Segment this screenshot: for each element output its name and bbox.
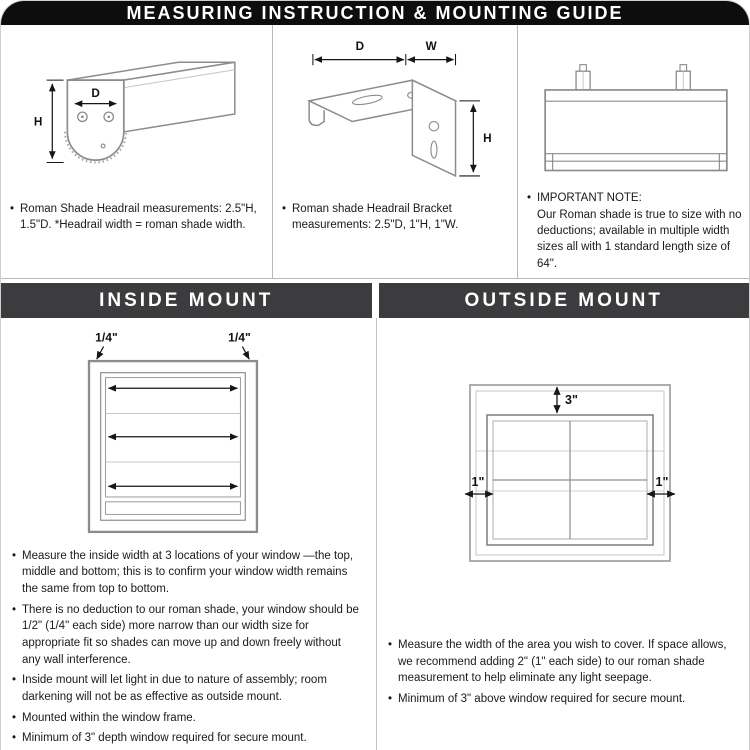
product-specs-section: D H Roman Shade Headrail measurements: 2… <box>1 25 749 279</box>
mount-section-headers: INSIDE MOUNT OUTSIDE MOUNT <box>1 283 749 318</box>
headrail-depth-label: D <box>91 87 100 100</box>
bracket-depth-label: D <box>356 40 364 53</box>
outside-mount-panel: 3" 1" 1" Measure the width of the area y… <box>377 318 749 750</box>
mounted-headrail-diagram <box>544 64 728 172</box>
outside-mount-title: OUTSIDE MOUNT <box>464 289 663 311</box>
outside-mount-window-diagram: 3" 1" 1" <box>464 384 676 562</box>
bracket-diagram: D W H <box>306 40 492 178</box>
headrail-measurements-note: Roman Shade Headrail measurements: 2.5"H… <box>9 201 264 234</box>
outside-overlap-label-right: 1" <box>656 475 669 489</box>
inside-mount-banner: INSIDE MOUNT <box>1 283 372 318</box>
inside-mount-bullets: Measure the inside width at 3 locations … <box>1 542 376 750</box>
inside-gap-label-left: 1/4" <box>95 331 118 345</box>
inside-mount-title: INSIDE MOUNT <box>99 289 274 311</box>
important-note-title: IMPORTANT NOTE: <box>537 192 642 205</box>
inside-gap-label-right: 1/4" <box>228 331 251 345</box>
headrail-spec-panel: D H Roman Shade Headrail measurements: 2… <box>1 25 272 278</box>
bullet-item: Mounted within the window frame. <box>11 710 362 727</box>
important-note-body: Our Roman shade is true to size with no … <box>537 208 742 270</box>
outside-top-clearance-label: 3" <box>565 393 578 407</box>
outside-mount-banner: OUTSIDE MOUNT <box>378 283 749 318</box>
note-text: Roman shade Headrail Bracket measurement… <box>292 203 459 232</box>
bracket-height-label: H <box>483 132 491 145</box>
guide-title-banner: MEASURING INSTRUCTION & MOUNTING GUIDE <box>1 1 749 25</box>
mount-instructions-section: 1/4" 1/4" Measure the inside width at 3 … <box>1 318 749 750</box>
inside-mount-window-diagram: 1/4" 1/4" <box>87 331 259 534</box>
headrail-side-view-diagram: D H <box>34 61 236 164</box>
bullet-item: Measure the width of the area you wish t… <box>387 637 738 687</box>
inside-mount-panel: 1/4" 1/4" Measure the inside width at 3 … <box>1 318 377 750</box>
bullet-item: There is no deduction to our roman shade… <box>11 602 362 669</box>
bullet-item: Minimum of 3" above window required for … <box>387 691 738 708</box>
outside-mount-bullets: Measure the width of the area you wish t… <box>377 573 749 712</box>
important-note: IMPORTANT NOTE: Our Roman shade is true … <box>526 190 746 272</box>
important-note-panel: IMPORTANT NOTE: Our Roman shade is true … <box>517 25 749 278</box>
bullet-item: Minimum of 3" depth window required for … <box>11 730 362 747</box>
outside-overlap-label-left: 1" <box>472 475 485 489</box>
headrail-height-label: H <box>34 115 43 128</box>
guide-title: MEASURING INSTRUCTION & MOUNTING GUIDE <box>126 2 624 23</box>
bullet-item: Inside mount will let light in due to na… <box>11 672 362 705</box>
bracket-width-label: W <box>426 40 438 53</box>
note-text: Roman Shade Headrail measurements: 2.5"H… <box>20 203 257 232</box>
bracket-measurements-note: Roman shade Headrail Bracket measurement… <box>281 201 509 234</box>
bullet-item: Measure the inside width at 3 locations … <box>11 548 362 598</box>
bracket-spec-panel: D W H Roman shade Headrail Bracket measu… <box>272 25 517 278</box>
